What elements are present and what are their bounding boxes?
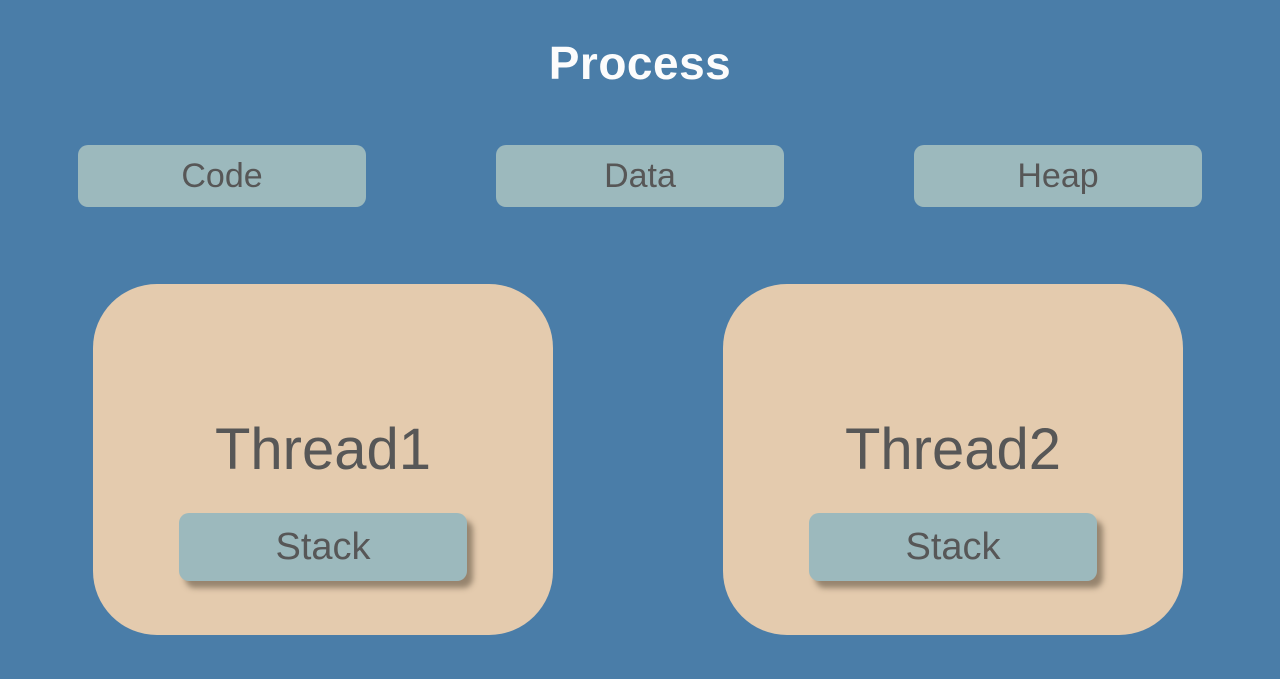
heap-segment-label: Heap	[1017, 156, 1099, 195]
code-segment-label: Code	[181, 156, 263, 195]
thread2-stack-label: Stack	[905, 525, 1001, 568]
thread1-stack-label: Stack	[275, 525, 371, 568]
data-segment-box: Data	[496, 145, 784, 207]
thread2-stack-box: Stack	[809, 513, 1097, 581]
thread2-label: Thread2	[844, 416, 1062, 482]
thread1-label: Thread1	[214, 416, 432, 482]
heap-segment-box: Heap	[914, 145, 1202, 207]
thread1-stack-box: Stack	[179, 513, 467, 581]
process-title: Process	[548, 37, 732, 89]
thread1-card: Thread1 Stack	[93, 284, 553, 635]
data-segment-label: Data	[604, 156, 676, 195]
code-segment-box: Code	[78, 145, 366, 207]
thread2-card: Thread2 Stack	[723, 284, 1183, 635]
